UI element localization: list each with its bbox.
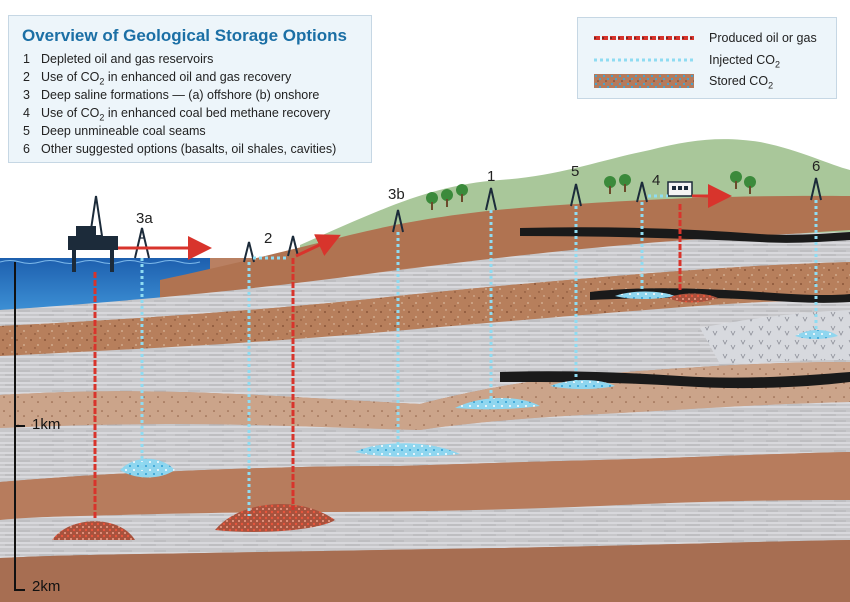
tree-cluster-left xyxy=(426,184,468,210)
tree-cluster-middle xyxy=(604,174,631,194)
sea-waves xyxy=(0,260,201,264)
deep-sandstone xyxy=(0,452,850,520)
coal-seam-lower xyxy=(500,371,850,389)
depth-1km: 1km xyxy=(32,416,61,433)
derrick-3b xyxy=(392,209,404,233)
legend-produced: Produced oil or gas xyxy=(709,31,817,45)
label-3a: 3a xyxy=(136,210,153,227)
sandstone-band xyxy=(0,262,850,356)
produced-pipes xyxy=(93,184,732,520)
legend-stored: Stored CO2 xyxy=(709,74,774,91)
shale-band-lower xyxy=(0,402,850,482)
derrick-1 xyxy=(485,187,497,211)
label-3b: 3b xyxy=(388,186,405,203)
shale-band-upper xyxy=(0,232,850,326)
label-4: 4 xyxy=(652,172,661,189)
sea xyxy=(0,258,210,310)
label-6: 6 xyxy=(812,158,821,175)
derrick-6 xyxy=(810,177,822,201)
oil-deposit-2 xyxy=(215,503,335,532)
stored-co2-3b xyxy=(355,443,460,457)
land-surface xyxy=(160,195,850,300)
bedrock xyxy=(0,540,850,602)
shale-band-deep xyxy=(0,500,850,558)
stored-co2-6 xyxy=(795,330,838,339)
panel-title: Overview of Geological Storage Options xyxy=(22,26,347,45)
basalt-formation xyxy=(700,310,850,364)
injected-pipes xyxy=(140,194,818,516)
coal-seam-middle xyxy=(590,288,850,303)
label-1: 1 xyxy=(487,168,496,185)
coal-seam-upper xyxy=(520,227,850,243)
stored-co2-4 xyxy=(615,291,675,299)
shale-band-middle xyxy=(0,300,850,404)
oil-deposit-offshore xyxy=(52,521,135,540)
oil-deposit-4 xyxy=(668,293,718,303)
depth-scale xyxy=(14,262,25,591)
options-panel: Overview of Geological Storage Options 1… xyxy=(8,15,372,163)
derrick-4 xyxy=(636,181,648,203)
offshore-platform xyxy=(68,195,118,272)
derrick-2a xyxy=(243,241,255,263)
derrick-2b xyxy=(287,235,299,257)
legend-swatches xyxy=(594,36,694,88)
tree-cluster-right xyxy=(730,171,756,194)
stored-co2-5 xyxy=(550,380,615,389)
depth-2km: 2km xyxy=(32,578,61,595)
stored-co2-1 xyxy=(455,397,540,410)
label-5: 5 xyxy=(571,163,580,180)
stored-co2-3a xyxy=(120,458,175,478)
derrick-5 xyxy=(570,183,582,207)
building-4 xyxy=(667,181,693,197)
legend-injected: Injected CO2 xyxy=(709,53,781,70)
derrick-3a xyxy=(134,227,150,259)
legend: Produced oil or gas Injected CO2 Stored … xyxy=(577,17,837,99)
label-2: 2 xyxy=(264,230,273,247)
